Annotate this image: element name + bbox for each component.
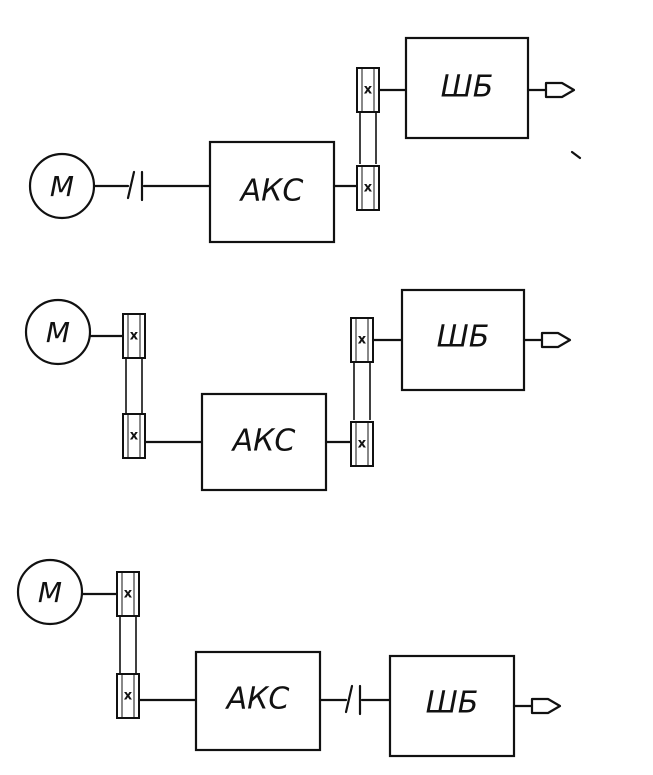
scheme-2: М x x АКС x x ШБ [24,288,572,492]
spindle-3: ШБ [388,654,516,758]
scheme-1: М АКС x x ШБ [28,36,576,244]
coupling-1 [126,170,144,202]
spindle-label-2: ШБ [437,320,490,355]
scheme-3: М x x АКС ШБ [16,558,562,758]
pulley-3a: x [116,571,140,617]
gearbox-label-1: АКС [239,174,304,209]
gearbox-label-3: АКС [225,682,290,717]
pulley-2a: x [122,313,146,359]
svg-text:x: x [364,181,373,196]
motor-label-1: М [50,170,74,203]
gearbox-3: АКС [194,650,322,752]
spindle-label-3: ШБ [426,686,479,721]
gearbox-2: АКС [200,392,328,492]
coupling-3 [344,684,362,716]
pulley-3b: x [116,673,140,719]
motor-2: М [24,298,92,366]
svg-text:x: x [130,329,139,344]
pulley-2d: x [350,421,374,467]
pulley-1a: x [356,67,380,113]
motor-3: М [16,558,84,626]
svg-text:x: x [130,429,139,444]
pulley-2b: x [122,413,146,459]
scan-mark [570,150,582,160]
motor-1: М [28,152,96,220]
spindle-1: ШБ [404,36,530,140]
tool-1 [526,81,576,99]
svg-text:x: x [364,83,373,98]
motor-label-3: М [38,576,62,609]
svg-text:x: x [124,587,133,602]
gearbox-1: АКС [208,140,336,244]
tool-2 [522,331,572,349]
svg-text:x: x [358,437,367,452]
spindle-label-1: ШБ [441,70,494,105]
tool-3 [512,697,562,715]
spindle-2: ШБ [400,288,526,392]
svg-text:x: x [358,333,367,348]
motor-label-2: М [46,316,70,349]
pulley-1b: x [356,165,380,211]
svg-text:x: x [124,689,133,704]
gearbox-label-2: АКС [231,424,296,459]
pulley-2c: x [350,317,374,363]
